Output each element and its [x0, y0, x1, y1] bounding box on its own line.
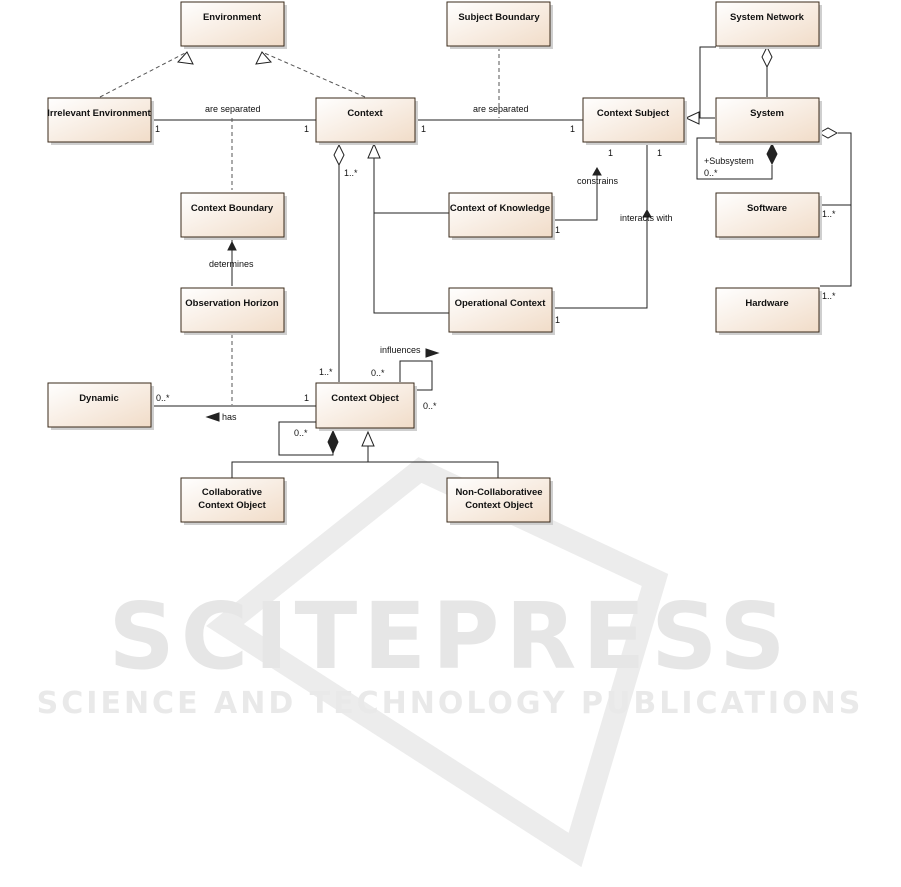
class-context-name: Context — [347, 108, 383, 119]
class-system-name: System — [750, 108, 784, 119]
interacts-direction-arrow — [642, 208, 652, 218]
has-direction-arrow — [205, 412, 220, 422]
class-environment[interactable]: Environment — [180, 1, 287, 49]
label-are-separated-right: are separated — [473, 104, 529, 114]
mult-hardware-many: 1..* — [822, 291, 836, 301]
association-labels: are separated are separated constrains i… — [205, 104, 754, 422]
system-network-aggregation-diamond — [761, 45, 773, 69]
context-generalization-arrow — [367, 142, 381, 159]
class-observation-horizon-name: Observation Horizon — [185, 298, 279, 309]
mult-subject-left-1: 1 — [570, 124, 575, 134]
environment-generalization-arrow-right — [255, 51, 273, 65]
class-software-name: Software — [747, 203, 787, 214]
influences-direction-arrow — [425, 348, 440, 358]
class-observation-horizon[interactable]: Observation Horizon — [180, 287, 287, 335]
class-context-boundary-name: Context Boundary — [191, 203, 274, 214]
label-are-separated-left: are separated — [205, 104, 261, 114]
class-collaborative-line2: Context Object — [198, 500, 266, 511]
constrains-association — [552, 168, 598, 221]
mult-influences-many-a: 0..* — [371, 368, 385, 378]
label-has: has — [222, 412, 237, 422]
class-operational-context[interactable]: Operational Context — [448, 287, 555, 335]
context-subject-generalization-arrow — [684, 111, 700, 125]
class-context-object-name: Context Object — [331, 393, 399, 404]
interacts-with-association — [552, 145, 648, 309]
class-boxes: Environment Subject Boundary System Netw… — [47, 1, 822, 525]
class-noncollab-line2: Context Object — [465, 500, 533, 511]
class-noncollab-line1: Non-Collaborativee — [455, 487, 542, 498]
class-hardware-name: Hardware — [745, 298, 788, 309]
class-context-of-knowledge-name: Context of Knowledge — [450, 203, 550, 214]
mult-object-composite-many: 0..* — [294, 428, 308, 438]
class-system[interactable]: System — [715, 97, 822, 145]
watermark-brand: SCITEPRESS — [108, 583, 791, 690]
mult-subject-constrains-1: 1 — [608, 148, 613, 158]
mult-influences-many-b: 0..* — [423, 401, 437, 411]
system-network-generalization-line — [699, 46, 716, 119]
mult-operational-1: 1 — [555, 315, 560, 325]
subsystem-composition-line — [696, 137, 773, 180]
class-irrelevant-environment[interactable]: Irrelevant Environment — [47, 97, 154, 145]
mult-context-left-1: 1 — [304, 124, 309, 134]
label-influences: influences — [380, 345, 421, 355]
mult-subject-interacts-1: 1 — [657, 148, 662, 158]
class-system-network-name: System Network — [730, 12, 805, 23]
class-context-boundary[interactable]: Context Boundary — [180, 192, 287, 240]
class-operational-context-name: Operational Context — [455, 298, 547, 309]
context-to-environment-line — [261, 51, 366, 98]
mult-dynamic-many: 0..* — [156, 393, 170, 403]
class-subject-boundary[interactable]: Subject Boundary — [446, 1, 553, 49]
mult-subsystem-many: 0..* — [704, 168, 718, 178]
class-software[interactable]: Software — [715, 192, 822, 240]
class-dynamic-name: Dynamic — [79, 393, 119, 404]
class-collaborative-context-object[interactable]: Collaborative Context Object — [180, 477, 287, 525]
class-subject-boundary-name: Subject Boundary — [458, 12, 540, 23]
mult-context-right-1: 1 — [421, 124, 426, 134]
context-aggregation-diamond — [333, 143, 345, 167]
operational-generalization-line — [373, 213, 449, 314]
knowledge-generalization-line — [373, 158, 449, 214]
watermark-logo-shape — [206, 457, 669, 868]
line-ends — [176, 45, 839, 455]
context-object-composition-diamond — [327, 429, 339, 455]
connectors — [99, 46, 852, 478]
context-object-specialization-bar — [231, 461, 499, 478]
label-interacts-with: interacts with — [620, 213, 673, 223]
class-context[interactable]: Context — [315, 97, 418, 145]
mult-object-has-1: 1 — [304, 393, 309, 403]
mult-irrelevant-1: 1 — [155, 124, 160, 134]
class-context-subject-name: Context Subject — [597, 108, 670, 119]
label-subsystem: +Subsystem — [704, 156, 754, 166]
irrelevant-to-environment-line — [99, 51, 188, 98]
class-hardware[interactable]: Hardware — [715, 287, 822, 335]
mult-software-many: 1..* — [822, 209, 836, 219]
determines-direction-arrow — [227, 240, 237, 251]
system-parts-aggregation-diamond — [817, 127, 839, 139]
class-context-subject[interactable]: Context Subject — [582, 97, 687, 145]
mult-context-object-many: 1..* — [344, 168, 358, 178]
class-collaborative-line1: Collaborative — [202, 487, 262, 498]
sciteepress-watermark: SCITEPRESS SCIENCE AND TECHNOLOGY PUBLIC… — [37, 457, 864, 868]
hardware-aggregation-line — [820, 132, 852, 287]
class-irrelevant-environment-name: Irrelevant Environment — [47, 108, 151, 119]
environment-generalization-arrow-left — [176, 51, 194, 65]
mult-knowledge-1: 1 — [555, 225, 560, 235]
class-system-network[interactable]: System Network — [715, 1, 822, 49]
class-dynamic[interactable]: Dynamic — [47, 382, 154, 430]
watermark-tagline: SCIENCE AND TECHNOLOGY PUBLICATIONS — [37, 686, 864, 721]
class-environment-name: Environment — [203, 12, 262, 23]
multiplicities: 1 1 1 1 1 1 1..* 1 1 1..* 1..* 0..* 1..*… — [155, 124, 836, 438]
context-object-generalization-arrow — [361, 430, 375, 447]
mult-object-top-many: 1..* — [319, 367, 333, 377]
label-constrains: constrains — [577, 176, 619, 186]
influences-self-association — [399, 360, 433, 391]
class-non-collaborative-context-object[interactable]: Non-Collaborativee Context Object — [446, 477, 553, 525]
constrains-direction-arrow — [592, 166, 602, 176]
subsystem-composition-diamond — [766, 142, 778, 166]
class-context-of-knowledge[interactable]: Context of Knowledge — [448, 192, 555, 240]
label-determines: determines — [209, 259, 254, 269]
class-context-object[interactable]: Context Object — [315, 382, 417, 431]
